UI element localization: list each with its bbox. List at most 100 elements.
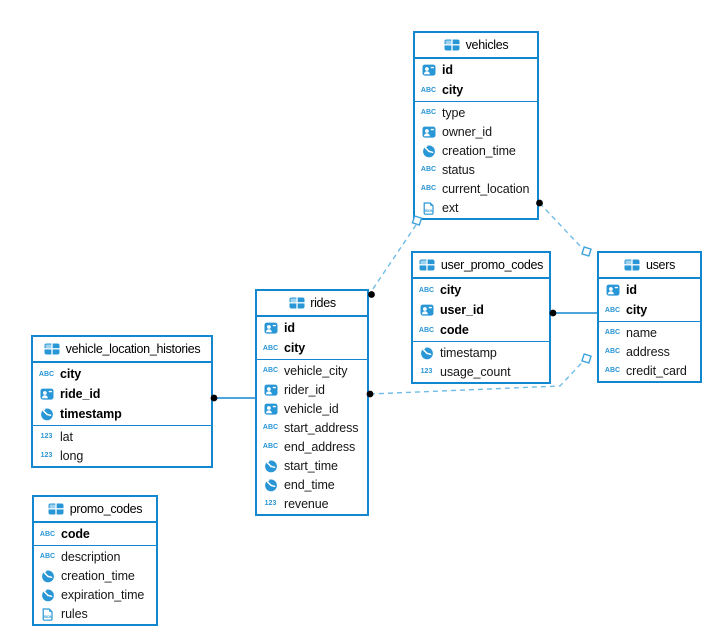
column-id[interactable]: id [257,318,367,338]
abc-icon: ABC [262,424,279,431]
column-type[interactable]: ABC type [415,103,537,122]
diamond-marker [581,246,592,257]
column-label: vehicle_id [284,401,339,416]
column-label: owner_id [442,124,492,139]
column-label: description [61,549,121,564]
relationship-vehicle-location-histories-rides[interactable] [210,394,256,402]
column-expiration_time[interactable]: expiration_time [34,585,156,604]
table-header[interactable]: vehicle_location_histories [33,337,211,363]
abc-icon: ABC [420,86,437,94]
column-label: city [626,303,648,317]
abc-icon: ABC [39,553,56,560]
column-label: address [626,344,670,359]
column-label: revenue [284,496,329,511]
table-title: rides [310,296,336,310]
relationship-user-promo-codes-users[interactable] [549,309,597,317]
column-label: id [626,283,637,297]
abc-icon: ABC [420,109,437,116]
abc-icon: ABC [604,329,621,336]
table-header[interactable]: promo_codes [34,497,156,523]
table-title: vehicle_location_histories [65,342,201,356]
column-creation_time[interactable]: creation_time [415,141,537,160]
column-timestamp[interactable]: timestamp [33,404,211,424]
column-label: lat [60,429,73,444]
column-vehicle_id[interactable]: vehicle_id [257,399,367,418]
column-status[interactable]: ABC status [415,160,537,179]
column-timestamp[interactable]: timestamp [413,343,549,362]
column-user_id[interactable]: user_id [413,300,549,320]
column-start_time[interactable]: start_time [257,456,367,475]
column-name[interactable]: ABC name [599,323,700,342]
abc-icon: ABC [39,530,56,538]
column-label: rules [61,606,88,621]
column-description[interactable]: ABC description [34,547,156,566]
column-vehicle_city[interactable]: ABC vehicle_city [257,361,367,380]
diamond-marker [581,353,592,364]
table-icon [444,39,461,51]
column-label: name [626,325,657,340]
column-end_time[interactable]: end_time [257,475,367,494]
table-header[interactable]: users [599,253,700,279]
clock-icon [38,407,55,421]
column-id[interactable]: id [599,280,700,300]
column-label: creation_time [442,143,516,158]
table-icon [44,343,61,355]
column-rider_id[interactable]: rider_id [257,380,367,399]
column-label: id [284,321,295,335]
column-owner_id[interactable]: owner_id [415,122,537,141]
column-ride_id[interactable]: ride_id [33,384,211,404]
id-badge-icon [262,383,279,397]
table-header[interactable]: rides [257,291,367,317]
column-label: city [440,283,462,297]
column-label: timestamp [440,345,497,360]
clock-icon [262,478,279,492]
id-badge-icon [262,402,279,416]
table-header[interactable]: user_promo_codes [413,253,549,279]
abc-icon: ABC [604,367,621,374]
column-id[interactable]: id [415,60,537,80]
abc-icon: ABC [262,367,279,374]
column-label: vehicle_city [284,363,348,378]
column-label: status [442,162,475,177]
relationship-vehicles-users[interactable] [536,199,592,257]
table-icon [624,259,641,271]
column-label: start_time [284,458,338,473]
abc-icon: ABC [420,166,437,173]
column-creation_time[interactable]: creation_time [34,566,156,585]
column-label: rider_id [284,382,325,397]
column-address[interactable]: ABC address [599,342,700,361]
table-header[interactable]: vehicles [415,33,537,59]
abc-icon: ABC [604,348,621,355]
id-badge-icon [418,303,435,317]
column-label: type [442,105,466,120]
